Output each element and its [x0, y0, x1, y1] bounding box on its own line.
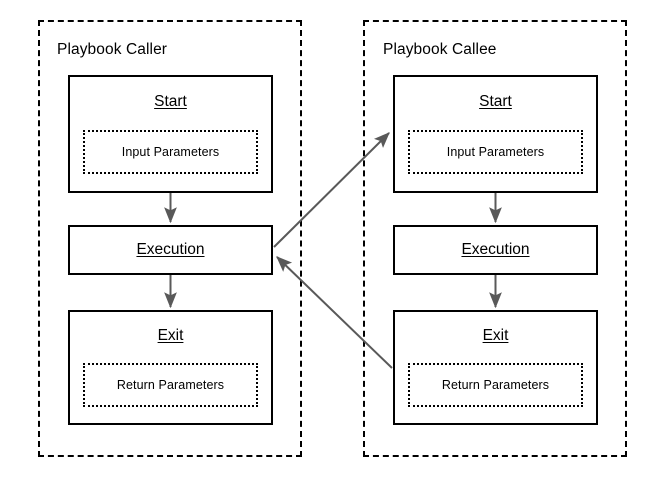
node-caller-exit-title: Exit [157, 327, 184, 344]
panel-callee-title: Playbook Callee [383, 41, 497, 58]
callee-exit-params-box: Return Parameters [408, 363, 583, 407]
node-callee-start-title: Start [479, 93, 512, 110]
node-caller-exit[interactable]: Exit Return Parameters [68, 310, 273, 425]
caller-exit-params-box: Return Parameters [83, 363, 258, 407]
panel-caller-title: Playbook Caller [57, 41, 168, 58]
node-callee-start[interactable]: Start Input Parameters [393, 75, 598, 193]
caller-start-params-box: Input Parameters [83, 130, 258, 174]
node-callee-execution[interactable]: Execution [393, 225, 598, 275]
node-caller-execution[interactable]: Execution [68, 225, 273, 275]
caller-exit-params-label: Return Parameters [116, 378, 225, 392]
node-caller-start-title: Start [154, 93, 187, 110]
node-callee-exit[interactable]: Exit Return Parameters [393, 310, 598, 425]
node-callee-exit-title: Exit [482, 327, 509, 344]
callee-exit-params-label: Return Parameters [441, 378, 550, 392]
callee-start-params-box: Input Parameters [408, 130, 583, 174]
caller-start-params-label: Input Parameters [121, 145, 220, 159]
node-callee-execution-title: Execution [461, 241, 530, 258]
node-caller-execution-title: Execution [136, 241, 205, 258]
node-caller-start[interactable]: Start Input Parameters [68, 75, 273, 193]
callee-start-params-label: Input Parameters [446, 145, 545, 159]
